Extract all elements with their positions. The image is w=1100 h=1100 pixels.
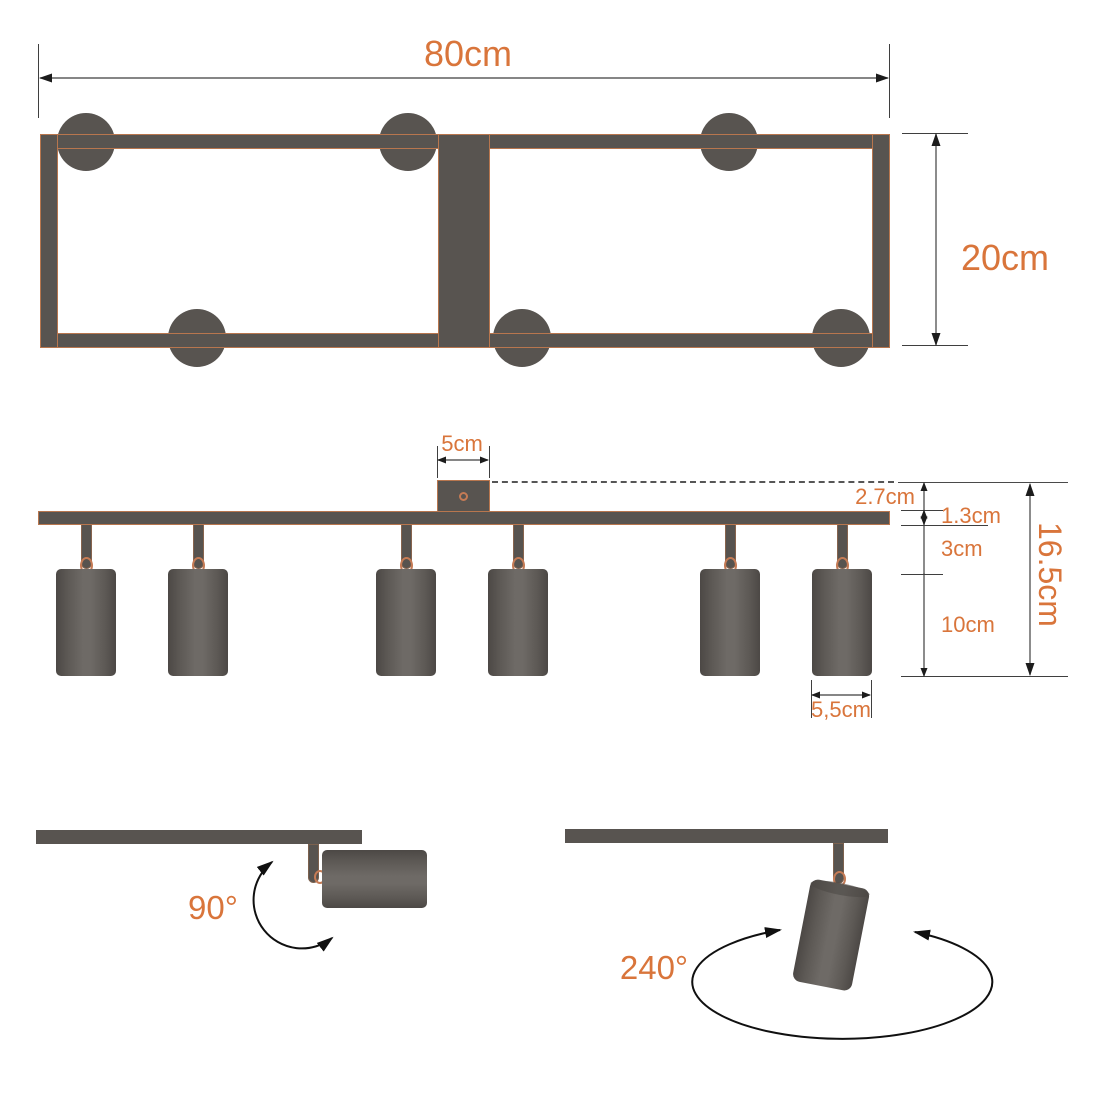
track-thickness-label: 1.3cm xyxy=(941,503,1001,528)
spotlight-body xyxy=(376,569,436,676)
spotlight-body xyxy=(168,569,228,676)
spotlight-body xyxy=(700,569,760,676)
spotlight-body xyxy=(56,569,116,676)
body-diameter-label: 5,5cm xyxy=(811,697,871,722)
top-width-dimension-label: 80cm xyxy=(423,33,513,74)
canopy-screw-icon xyxy=(459,492,468,501)
ceiling-dashed-line xyxy=(492,481,894,483)
canopy-dimension-arrow-icon xyxy=(437,456,489,464)
ceiling-offset-label: 2.7cm xyxy=(855,484,915,509)
extension-line xyxy=(811,680,812,718)
segment-dimension-line-icon xyxy=(920,482,928,677)
total-height-label: 16.5cm xyxy=(1032,522,1069,627)
frame-center-connector xyxy=(438,134,490,348)
extension-line xyxy=(489,446,490,478)
canopy-width-label: 5cm xyxy=(441,431,483,456)
frame-left-bar xyxy=(40,134,58,348)
swivel-track-bar xyxy=(565,829,888,843)
tilt-spotlight-body xyxy=(322,850,427,908)
body-height-label: 10cm xyxy=(941,612,995,637)
extension-line xyxy=(38,44,39,118)
swivel-angle-label: 240° xyxy=(619,949,689,986)
tilt-track-bar xyxy=(36,830,362,844)
spotlight-body xyxy=(812,569,872,676)
frame-right-bar xyxy=(872,134,890,348)
width-dimension-arrow-icon xyxy=(39,73,889,83)
extension-line xyxy=(889,44,890,118)
spotlight-body xyxy=(488,569,548,676)
height-dimension-arrow-icon xyxy=(931,133,941,346)
tick-line xyxy=(901,525,988,526)
tick-line xyxy=(901,676,1068,677)
tilt-angle-label: 90° xyxy=(188,889,238,926)
diameter-dimension-arrow-icon xyxy=(811,691,871,699)
extension-line xyxy=(871,680,872,718)
stem-height-label: 3cm xyxy=(941,536,983,561)
total-dimension-line-icon xyxy=(1025,483,1035,676)
top-height-dimension-label: 20cm xyxy=(960,237,1050,278)
track-bar xyxy=(38,511,890,525)
swivel-rotation-ellipse-icon xyxy=(691,927,994,1040)
ceiling-reference-line xyxy=(898,482,1068,483)
tilt-rotation-arc-icon xyxy=(252,860,334,952)
